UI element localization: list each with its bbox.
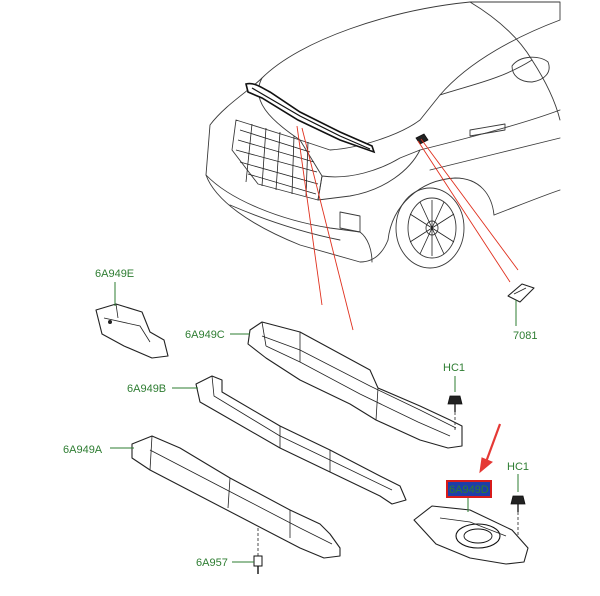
part-6A949D (413, 498, 529, 565)
label-6A949E: 6A949E (95, 268, 134, 280)
label-6A949C: 6A949C (185, 329, 225, 341)
label-6A949D: 6A949D (449, 484, 489, 496)
part-6A949B (172, 375, 407, 505)
part-6A949E (95, 282, 169, 359)
red-arrow (479, 423, 502, 474)
callout-lines (296, 125, 519, 331)
label-hc1-upper: HC1 (443, 362, 465, 374)
label-6A957: 6A957 (196, 557, 228, 569)
part-6A949C (230, 321, 463, 449)
part-7081 (507, 283, 535, 326)
label-hc1-lower: HC1 (507, 461, 529, 473)
part-hc1-lower (510, 474, 526, 536)
highlight-inner (448, 482, 490, 496)
label-7081: 7081 (513, 330, 537, 342)
part-6A957 (232, 528, 263, 574)
vehicle-illustration (205, 1, 561, 269)
part-6A949A (110, 435, 341, 559)
label-6A949A: 6A949A (63, 444, 103, 456)
part-hc1-upper (447, 376, 463, 430)
label-6A949B: 6A949B (127, 383, 166, 395)
